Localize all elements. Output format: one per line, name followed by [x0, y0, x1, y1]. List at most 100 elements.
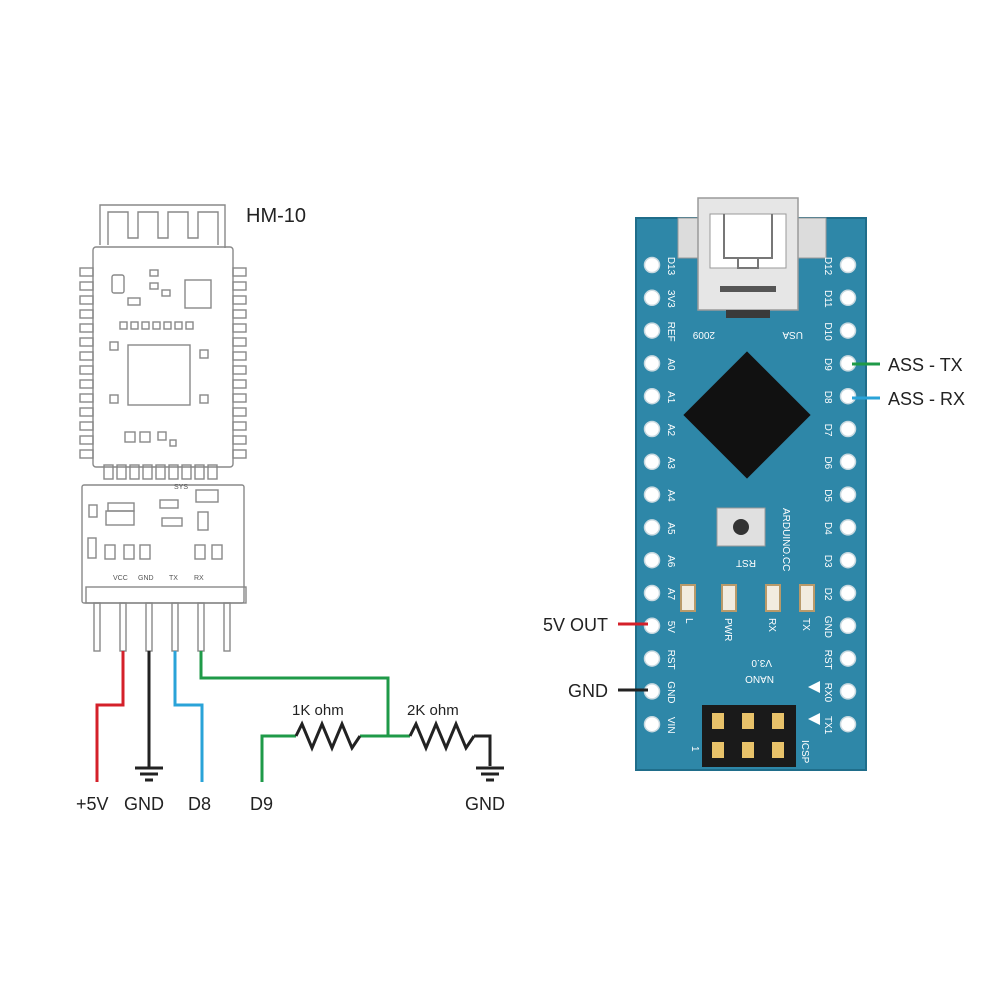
nano-pin-label-right-d4: D4 — [822, 522, 833, 535]
nano-pin-label-right-d2: D2 — [822, 588, 833, 601]
nano-pin-hole-right-rst — [839, 650, 857, 667]
nano-pin-label-right-d11: D11 — [822, 290, 833, 308]
nano-pin-hole-right-d2 — [839, 584, 857, 602]
hm10-lower-board — [81, 484, 245, 604]
nano-pin-label-left-a2: A2 — [665, 424, 676, 437]
icsp-header — [702, 705, 796, 767]
hm10-module — [79, 204, 247, 652]
nano-pin-label-right-d12: D12 — [822, 257, 833, 276]
nano-pin-label-left-3v3: 3V3 — [665, 290, 676, 308]
nano-pin-hole-right-d12 — [839, 256, 857, 274]
nano-pin-hole-right-d4 — [839, 519, 857, 536]
nano-pin-label-right-d8: D8 — [822, 391, 833, 404]
nano-pin-hole-right-d11 — [839, 289, 857, 307]
nano-pin-hole-left-5v — [643, 617, 661, 635]
terminal-plus5v: +5V — [76, 794, 109, 814]
resistor-2k-label: 2K ohm — [407, 702, 459, 719]
resistor-2k — [408, 720, 476, 752]
nano-pin-hole-right-tx1 — [839, 715, 857, 733]
nano-pin-hole-left-a1 — [643, 387, 661, 405]
nano-pin-hole-right-d7 — [839, 420, 857, 438]
nano-icsp-label: ICSP — [799, 740, 810, 764]
callout-lines — [618, 362, 880, 692]
hm10-left-pads — [79, 267, 94, 459]
hm10-pin-label-tx: TX — [169, 575, 178, 582]
hm10-sys-label: SYS — [174, 484, 188, 491]
callout-ass-tx: ASS - TX — [888, 355, 963, 375]
nano-usb-year: 2009 — [692, 329, 715, 340]
terminal-gnd-right: GND — [465, 794, 505, 814]
rx0-arrow — [808, 681, 820, 693]
nano-leds — [680, 584, 815, 612]
nano-pin-label-left-5v: 5V — [665, 621, 676, 634]
nano-pin-hole-left-rst — [643, 650, 661, 667]
nano-pin-hole-right-d5 — [839, 486, 857, 503]
callout-gnd: GND — [568, 681, 608, 701]
hm10-pin-label-vcc: VCC — [113, 575, 128, 582]
nano-pin-label-left-rst: RST — [665, 650, 676, 670]
hm10-header-pins — [85, 586, 247, 652]
nano-pin-label-right-d7: D7 — [822, 424, 833, 437]
nano-version: V3.0 — [751, 657, 772, 668]
hm10-right-pads — [232, 267, 247, 459]
usb-connector — [677, 197, 827, 318]
nano-pin-label-left-a6: A6 — [665, 555, 676, 568]
nano-model: NANO — [745, 673, 774, 684]
hm10-pin-label-rx: RX — [194, 575, 204, 582]
nano-pin-hole-left-3v3 — [643, 289, 661, 307]
circuit-wires — [95, 651, 492, 782]
nano-pin1-marker: 1 — [689, 746, 700, 752]
wire-gnd-right-black — [474, 734, 492, 766]
nano-pin-label-right-d3: D3 — [822, 555, 833, 568]
nano-pin-hole-right-d8 — [839, 387, 857, 405]
nano-pin-hole-left-a3 — [643, 453, 661, 471]
callout-ass-rx: ASS - RX — [888, 389, 965, 409]
nano-pin-hole-left-d13 — [643, 256, 661, 274]
nano-pin-label-right-d6: D6 — [822, 456, 833, 469]
nano-pin-label-left-vin: VIN — [665, 717, 676, 734]
hm10-chip — [127, 344, 191, 406]
nano-pin-hole-left-a7 — [643, 584, 661, 602]
nano-led-rx: RX — [766, 618, 777, 632]
nano-pin-label-left-a1: A1 — [665, 391, 676, 404]
nano-pin-label-right-rx0: RX0 — [822, 683, 833, 703]
nano-led-tx: TX — [800, 618, 811, 631]
nano-mcu — [683, 351, 811, 479]
nano-brand: ARDUINO.CC — [780, 508, 791, 571]
nano-pin-hole-right-d3 — [839, 551, 857, 569]
reset-button[interactable] — [716, 507, 766, 547]
nano-pin-hole-right-d10 — [839, 322, 857, 339]
terminal-d9: D9 — [250, 794, 273, 814]
nano-pin-label-right-d10: D10 — [822, 322, 833, 341]
nano-pin-hole-right-d6 — [839, 453, 857, 471]
nano-pin-label-left-a5: A5 — [665, 522, 676, 535]
nano-pin-hole-left-a2 — [643, 420, 661, 438]
hm10-pin-label-gnd: GND — [138, 575, 154, 582]
hm10-top-board — [92, 246, 234, 468]
nano-pin-label-left-a0: A0 — [665, 358, 676, 371]
nano-pin-hole-right-gnd — [839, 617, 857, 635]
nano-pin-label-left-d13: D13 — [665, 257, 676, 276]
nano-led-l: L — [683, 618, 694, 624]
terminal-d8: D8 — [188, 794, 211, 814]
nano-pin-hole-left-a4 — [643, 486, 661, 503]
nano-pin-hole-left-ref — [643, 322, 661, 339]
wire-tx-blue — [173, 651, 204, 782]
nano-led-pwr: PWR — [722, 618, 733, 641]
arduino-nano-board: 2009 USA RST ARDUINO.CC L PWR RX TX V3.0… — [635, 197, 867, 771]
nano-usb-country: USA — [782, 329, 803, 340]
nano-rst-label: RST — [736, 557, 756, 568]
hm10-title: HM-10 — [246, 205, 306, 227]
nano-pin-label-left-a7: A7 — [665, 588, 676, 601]
ground-symbol-left — [135, 766, 163, 782]
nano-pin-hole-left-a0 — [643, 355, 661, 372]
hm10-antenna — [99, 204, 226, 248]
nano-pin-label-right-d5: D5 — [822, 489, 833, 502]
wire-rx-green — [199, 651, 390, 736]
nano-pin-hole-left-a6 — [643, 551, 661, 569]
nano-pin-label-right-d9: D9 — [822, 358, 833, 371]
wire-vcc-red — [95, 651, 125, 782]
